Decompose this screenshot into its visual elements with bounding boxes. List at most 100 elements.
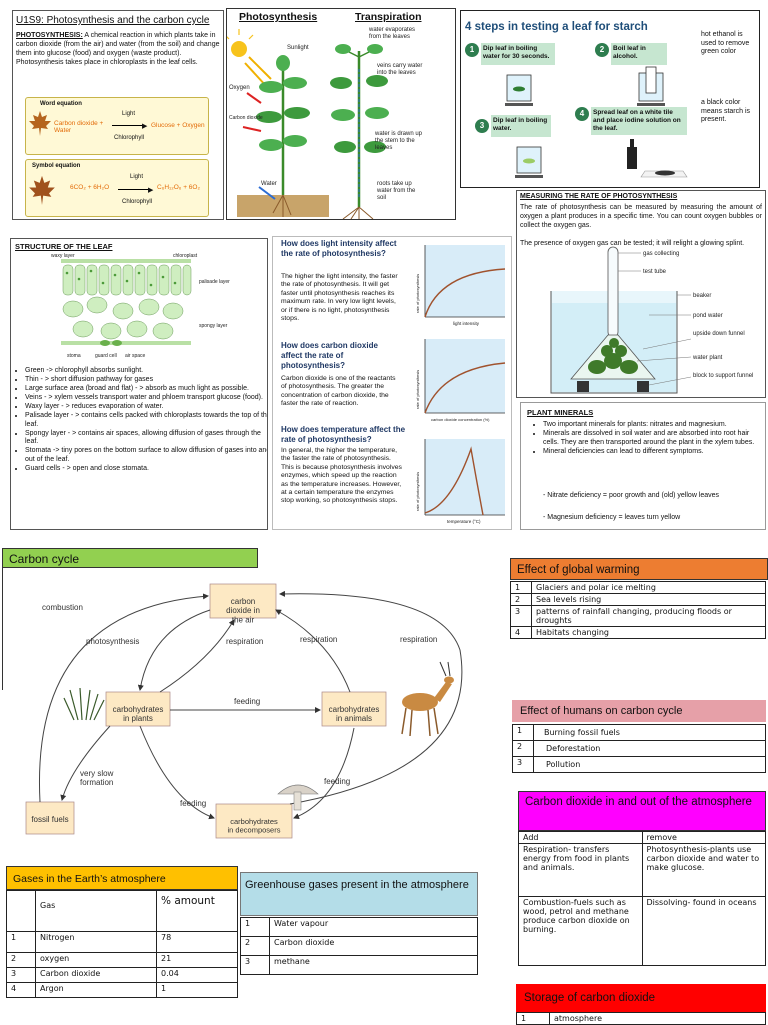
humans-effect-header: Effect of humans on carbon cycle	[512, 700, 766, 722]
column-header: Add	[518, 831, 643, 844]
table-cell: Dissolving- found in oceans	[641, 896, 766, 966]
plant-minerals-box: PLANT MINERALS Two important minerals fo…	[520, 402, 766, 530]
temperature-xlabel: temperature (°C)	[447, 519, 481, 524]
apparatus-label: water plant	[692, 355, 723, 361]
oxygen-label: Oxygen	[229, 85, 250, 91]
temperature-graph: rate of photosynthesis temperature (°C)	[415, 439, 505, 524]
column-header: remove	[641, 831, 766, 844]
apparatus-label: block to support funnel	[693, 373, 753, 379]
list-item: Thin - > short diffusion pathway for gas…	[25, 376, 267, 385]
arrow-head-icon: ▶	[142, 123, 148, 130]
table-row: Add remove	[518, 831, 766, 844]
page-title: U1S9: Photosynthesis and the carbon cycl…	[16, 15, 210, 26]
nitrate-deficiency: - Nitrate deficiency = poor growth and (…	[543, 491, 743, 500]
dash-icon: -	[543, 492, 548, 499]
row-number: 2	[240, 936, 270, 956]
storage-header: Storage of carbon dioxide	[516, 984, 766, 1012]
respiration-label: respiration	[300, 635, 337, 644]
temperature-heading: How does temperature affect the rate of …	[281, 425, 406, 444]
list-item: Veins - > xylem vessels transport water …	[25, 394, 267, 403]
waxy-layer-label: waxy layer	[51, 253, 75, 259]
plant-illustration: Sunlight Oxygen Carbon dioxide Water wat…	[227, 27, 423, 219]
gas-name: Nitrogen	[35, 931, 157, 953]
funnel-apparatus-illustration: gas collecting test tube beaker pond wat…	[550, 246, 753, 394]
graph-ylabel: rate of photosynthesis	[415, 370, 420, 409]
row-text: Burning fossil fuels	[533, 724, 766, 741]
mushroom-icon	[277, 784, 319, 811]
light-heading: How does light intensity affect the rate…	[281, 239, 397, 258]
gas-amount: 1	[156, 982, 238, 998]
step-3-text: Dip leaf in boiling water.	[491, 115, 551, 137]
measuring-paragraph-2: The presence of oxygen gas can be tested…	[520, 240, 745, 247]
feeding-label: feeding	[180, 799, 206, 808]
row-text: methane	[269, 955, 478, 975]
list-item: Spongy layer - > contains air spaces, al…	[25, 430, 267, 447]
co2-in-out-header: Carbon dioxide in and out of the atmosph…	[518, 791, 766, 831]
temperature-text: In general, the higher the temperature, …	[281, 447, 402, 505]
row-text: Glaciers and polar ice melting	[531, 581, 766, 594]
row-text: Water vapour	[269, 917, 478, 937]
step-4-number: 4	[575, 107, 589, 121]
grass-icon	[63, 687, 105, 721]
transpiration-diagram-title: Transpiration	[355, 11, 422, 23]
apparatus-label: gas collecting	[643, 251, 679, 257]
table-cell: Photosynthesis-plants use carbon dioxide…	[641, 843, 766, 897]
list-item: Green -> chlorophyll absorbs sunlight.	[25, 367, 267, 376]
graph-ylabel: rate of photosynthesis	[415, 274, 420, 313]
gas-name: Argon	[35, 982, 157, 998]
arrow-head-icon: ▶	[148, 187, 154, 194]
gases-header: Gases in the Earth’s atmosphere	[6, 866, 238, 890]
row-number	[6, 890, 36, 932]
rate-factors-box: How does light intensity affect the rate…	[272, 236, 512, 530]
row-text: Deforestation	[533, 740, 766, 757]
water-label: Water	[261, 181, 277, 187]
photosynthesis-definition: PHOTOSYNTHESIS: A chemical reaction in w…	[16, 31, 220, 67]
apparatus-label: test tube	[643, 269, 667, 275]
beaker-icon	[515, 146, 543, 178]
beaker-icon	[505, 74, 533, 106]
symbol-equation-left: 6CO₂ + 6H₂O	[70, 184, 110, 191]
respiration-label: respiration	[226, 637, 263, 646]
symbol-condition-bottom: Chlorophyll	[122, 199, 153, 205]
gas-amount: 0.04	[156, 967, 238, 983]
word-equation-right: Glucose + Oxygen	[151, 122, 205, 129]
starch-test-box: 4 steps in testing a leaf for starch 1 D…	[460, 10, 760, 188]
row-number: 1	[6, 931, 36, 953]
fossil-fuels-node: fossil fuels	[31, 815, 68, 824]
row-number: 1	[516, 1012, 550, 1025]
step-1-text: Dip leaf in boiling water for 30 seconds…	[481, 43, 555, 65]
apparatus-label: beaker	[693, 293, 711, 299]
word-condition-top: Light	[122, 111, 136, 117]
table-row: Gas % amount	[6, 890, 238, 932]
list-item: Palisade layer - > contains cells packed…	[25, 412, 267, 429]
definition-term: PHOTOSYNTHESIS:	[16, 32, 83, 39]
apparatus-label: pond water	[693, 313, 723, 319]
gas-amount: 78	[156, 931, 238, 953]
list-item: Waxy layer - > reduces evaporation of wa…	[25, 403, 267, 412]
word-equation-left: Carbon dioxide + Water	[54, 120, 104, 134]
leaf-structure-box: STRUCTURE OF THE LEAF waxy layer chlorop…	[10, 238, 268, 530]
sun-icon	[231, 41, 247, 57]
air-space-label: air space	[125, 353, 146, 359]
stoma-label: stoma	[67, 353, 81, 359]
step-1-number: 1	[465, 43, 479, 57]
word-equation-panel: Word equation Carbon dioxide + Water Lig…	[25, 97, 209, 155]
photosynthesis-box: U1S9: Photosynthesis and the carbon cycl…	[12, 10, 224, 220]
chloroplast-label: chloroplast	[173, 253, 198, 259]
